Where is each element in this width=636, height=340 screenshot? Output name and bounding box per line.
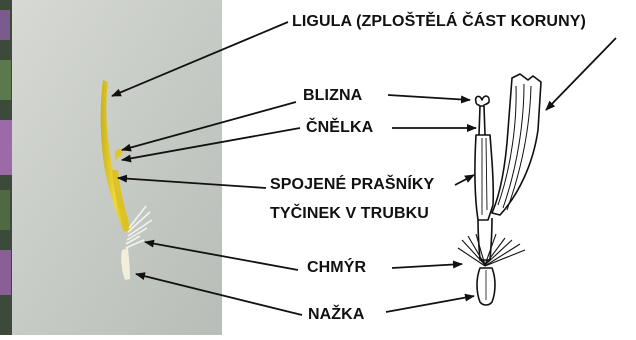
label-chmyr: CHMÝR: [307, 259, 366, 277]
drawn-anther-tube: [475, 135, 493, 220]
arrow-prasniky-drawing: [455, 175, 474, 185]
label-prasniky-line2: TYČINEK V TRUBKU: [270, 205, 429, 223]
arrow-nazka-drawing: [386, 296, 474, 312]
arrow-ligula-drawing: [546, 38, 616, 110]
label-blizna: BLIZNA: [303, 87, 362, 105]
arrow-chmyr-drawing: [392, 264, 462, 268]
label-nazka: NAŽKA: [308, 306, 365, 324]
drawn-floret: [458, 74, 541, 305]
drawn-corolla-tube: [478, 218, 492, 260]
label-prasniky-line1: SPOJENÉ PRAŠNÍKY: [270, 176, 434, 194]
drawn-stigma: [476, 96, 490, 106]
label-cnelka: ČNĚLKA: [306, 119, 373, 137]
photo-edge-strip: [0, 0, 12, 335]
arrow-blizna-drawing: [388, 95, 470, 100]
drawn-style: [479, 106, 485, 135]
label-ligula: LIGULA (ZPLOŠTĚLÁ ČÁST KORUNY): [292, 13, 586, 31]
photo-background: [12, 0, 222, 335]
